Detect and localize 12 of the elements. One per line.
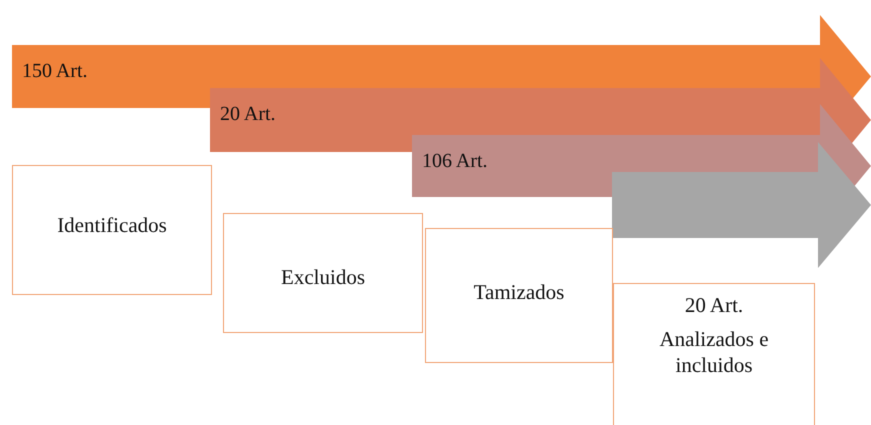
stage-label: Analizados e incluidos	[658, 326, 770, 378]
stage-box	[425, 228, 613, 363]
stage-label: Identificados	[56, 212, 168, 238]
stage-box	[12, 165, 212, 295]
arrow-label: 20 Art.	[220, 102, 276, 126]
arrow-label: 150 Art.	[22, 59, 88, 83]
stage-box	[223, 213, 423, 333]
stage-label: 20 Art.	[684, 292, 744, 318]
stage-label: Excluidos	[280, 264, 366, 290]
stage-label: Tamizados	[472, 279, 566, 305]
arrow-label: 106 Art.	[422, 149, 488, 173]
stage-box	[613, 283, 815, 425]
